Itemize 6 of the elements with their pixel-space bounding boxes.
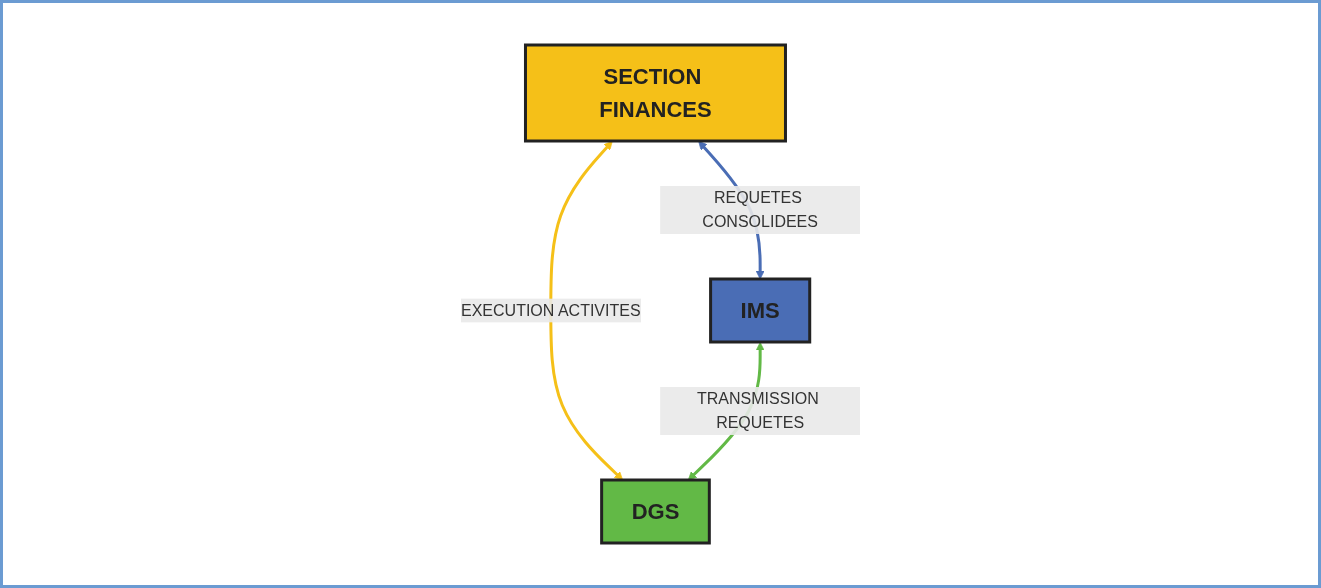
node-box: DGS xyxy=(600,478,711,545)
node-box: IMS xyxy=(709,277,812,344)
edge-label: EXECUTION ACTIVITES xyxy=(460,301,641,319)
node-box: SECTION FINANCES xyxy=(523,43,787,143)
edge-label: TRANSMISSION REQUETES xyxy=(696,390,819,431)
edge-label: REQUETES CONSOLIDEES xyxy=(702,189,818,230)
